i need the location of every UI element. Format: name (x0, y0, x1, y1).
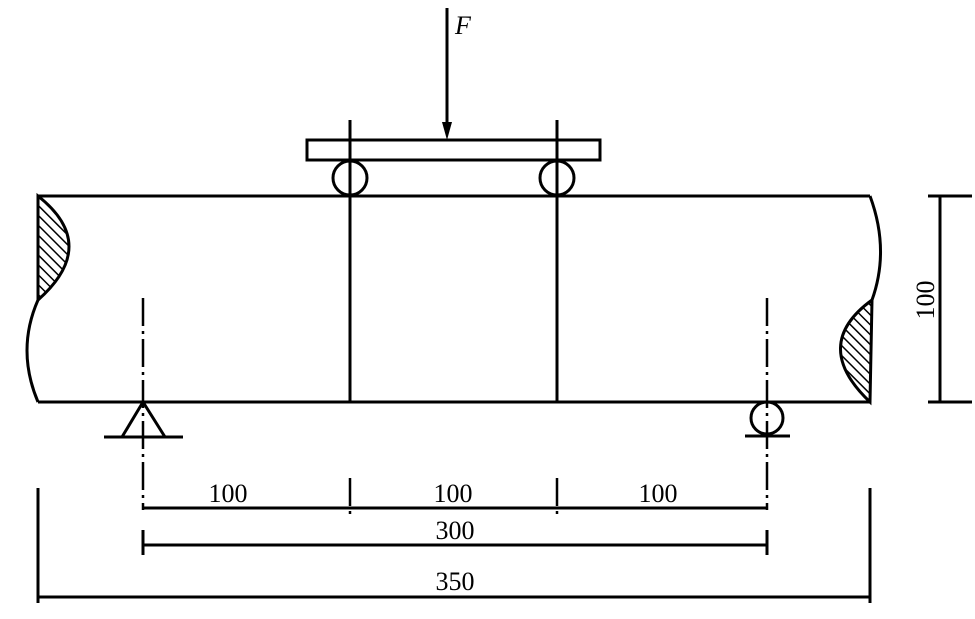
force-arrow (442, 8, 452, 140)
left-break-hatch (36, 192, 71, 304)
force-label: F (454, 11, 472, 40)
support-span-label: 300 (436, 516, 475, 545)
span-label-1: 100 (209, 479, 248, 508)
loading-plate (305, 138, 602, 162)
dimension-lines (36, 194, 972, 603)
total-length-label: 350 (436, 567, 475, 596)
span-label-3: 100 (639, 479, 678, 508)
span-label-2: 100 (434, 479, 473, 508)
pin-support (104, 399, 183, 439)
right-break-hatch (839, 297, 874, 406)
beam (25, 192, 883, 406)
roller-support (745, 400, 790, 438)
beam-height-label: 100 (911, 281, 940, 320)
